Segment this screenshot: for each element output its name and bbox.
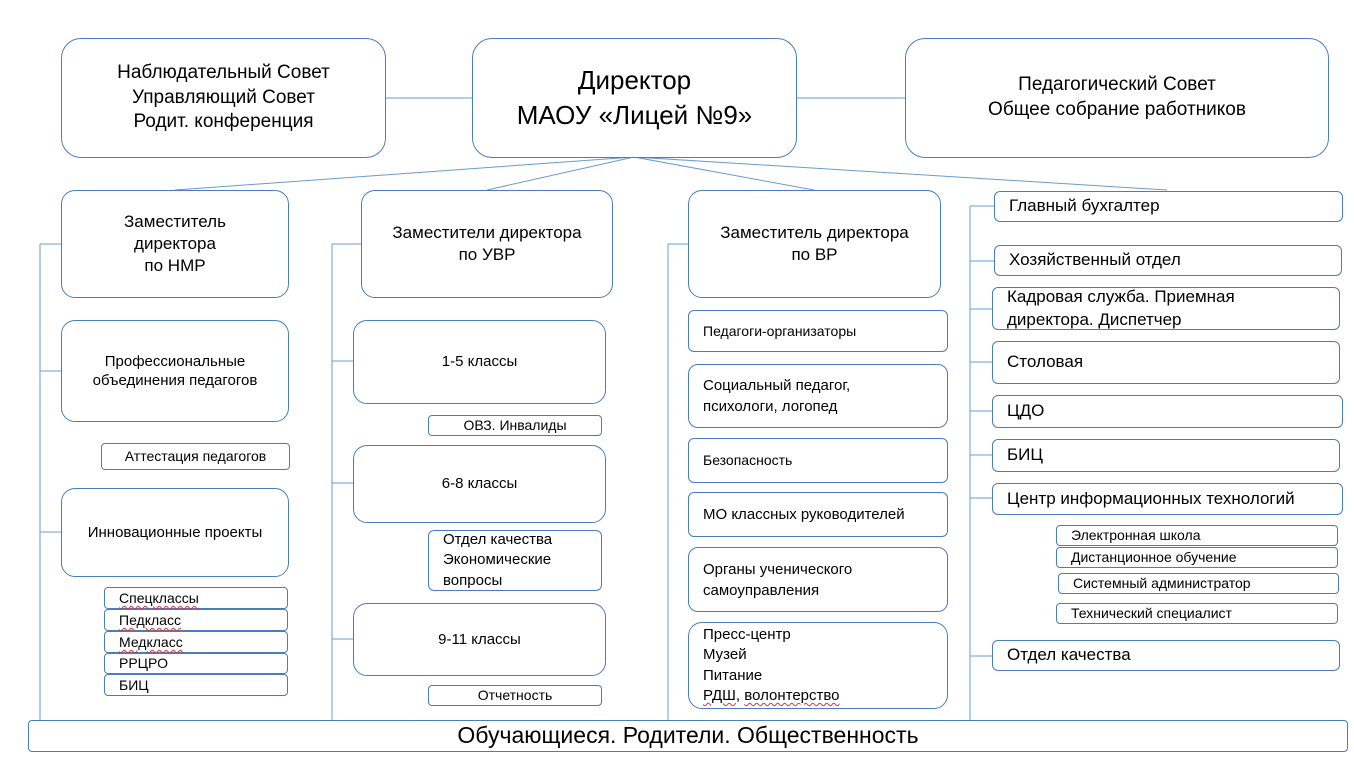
sysadmin-box: Системный администратор [1058,573,1339,594]
deputy-vr-box: Заместитель директора по ВР [688,190,941,298]
chief-accountant-box: Главный бухгалтер [994,191,1343,222]
it-center-box: Центр информационных технологий [992,483,1343,515]
social-pedagogue-box: Социальный педагог, психологи, логопед [688,364,948,428]
students-parents-public-bar: Обучающиеся. Родители. Общественность [28,720,1348,752]
student-government-box: Органы ученического самоуправления [688,547,948,612]
quality-economics-box: Отдел качества Экономические вопросы [428,530,602,591]
tech-specialist-box: Технический специалист [1056,603,1338,624]
ped-class-label: Педкласс [119,611,181,628]
electronic-school-box: Электронная школа [1056,525,1338,546]
household-dept-box: Хозяйственный отдел [994,245,1342,276]
deputy-nmr-box: Заместитель директора по НМР [61,190,289,298]
rdsh-label: РДШ, волонтерство [703,686,840,704]
press-center-label: Пресс-центр [703,626,791,643]
museum-label: Музей [703,646,747,664]
professional-associations-box: Профессиональные объединения педагогов [61,320,289,422]
teacher-attestation-box: Аттестация педагогов [101,443,290,470]
grades-9-11-box: 9-11 классы [353,603,606,676]
innovation-projects-box: Инновационные проекты [61,488,289,577]
pedagogue-organizers-box: Педагоги-организаторы [688,310,948,352]
special-classes-label: Спецклассы [119,589,199,606]
press-center-box: Пресс-центр Музей Питание РДШ, волонтерс… [688,622,948,709]
grades-6-8-box: 6-8 классы [353,445,606,523]
ped-class-box: Педкласс [104,609,288,631]
governance-councils-box: Наблюдательный Совет Управляющий Совет Р… [61,38,386,158]
cdo-box: ЦДО [992,395,1343,428]
hr-reception-box: Кадровая служба. Приемная директора. Дис… [992,287,1340,330]
class-teachers-mo-box: МО классных руководителей [688,492,948,537]
quality-dept-box: Отдел качества [992,640,1340,671]
bic-col1-box: БИЦ [104,674,288,696]
pedagogical-council-box: Педагогический Совет Общее собрание рабо… [905,38,1329,158]
grades-1-5-box: 1-5 классы [353,320,606,404]
deputy-uvr-box: Заместители директора по УВР [361,190,613,298]
security-box: Безопасность [688,438,948,483]
med-class-label: Медкласс [119,633,183,650]
director-box: Директор МАОУ «Лицей №9» [472,38,797,158]
special-classes-box: Спецклассы [104,587,288,609]
bic-col4-box: БИЦ [992,439,1340,472]
rrcro-box: РРЦРО [104,653,288,674]
reporting-box: Отчетность [428,685,602,706]
ovz-disabled-box: ОВЗ. Инвалиды [428,415,602,436]
distance-learning-box: Дистанционное обучение [1056,547,1338,568]
med-class-box: Медкласс [104,631,288,653]
food-label: Питание [703,666,763,684]
canteen-box: Столовая [992,341,1340,384]
